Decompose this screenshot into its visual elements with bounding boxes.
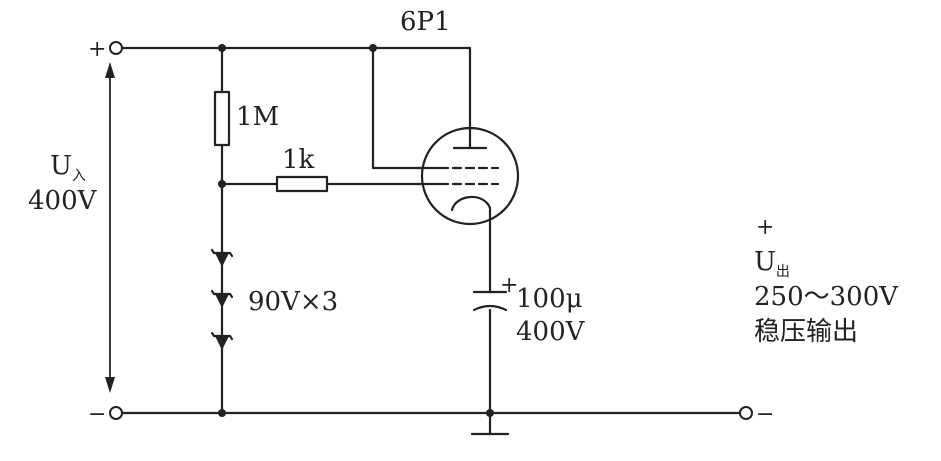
- zener-diode-1: [210, 238, 234, 272]
- tube-cathode: [450, 195, 492, 212]
- output-minus-sign: −: [756, 402, 774, 427]
- input-minus-terminal: [109, 406, 123, 420]
- input-minus-sign: −: [88, 402, 106, 427]
- top-rail-wire: [120, 46, 472, 132]
- input-plus-terminal: [109, 41, 123, 55]
- output-plus-sign: +: [756, 215, 774, 240]
- junction-dot: [486, 409, 494, 417]
- capacitor-plus-sign: +: [500, 273, 518, 298]
- junction-dot: [218, 180, 226, 188]
- output-voltage-label: U出: [754, 247, 790, 280]
- zener-label: 90V×3: [248, 287, 338, 317]
- output-minus-terminal: [739, 406, 753, 420]
- tube-plate: [452, 126, 488, 150]
- input-voltage-arrow: [105, 62, 115, 393]
- resistor-1m: [213, 90, 231, 147]
- junction-dot: [369, 44, 377, 52]
- junction-dot: [218, 409, 226, 417]
- zener-diode-2: [210, 268, 234, 314]
- input-voltage-value: 400V: [28, 186, 98, 216]
- output-voltage-range: 250～300V: [754, 282, 899, 312]
- resistor-1k-label: 1k: [282, 145, 315, 175]
- input-voltage-label: U入: [50, 151, 86, 184]
- zener-diode-3: [210, 310, 234, 357]
- vacuum-tube-6p1: [420, 126, 520, 226]
- capacitor-value-label: 100μ: [516, 284, 583, 314]
- resistor-1m-label: 1M: [236, 102, 279, 132]
- tube-label: 6P1: [400, 7, 451, 37]
- capacitor-voltage-label: 400V: [516, 317, 586, 347]
- junction-dot: [218, 44, 226, 52]
- input-plus-sign: +: [88, 37, 106, 62]
- output-description: 稳压输出: [754, 317, 858, 347]
- capacitor-100u: [472, 290, 508, 312]
- resistor-1k: [275, 175, 329, 193]
- screen-grid-wire: [371, 46, 442, 170]
